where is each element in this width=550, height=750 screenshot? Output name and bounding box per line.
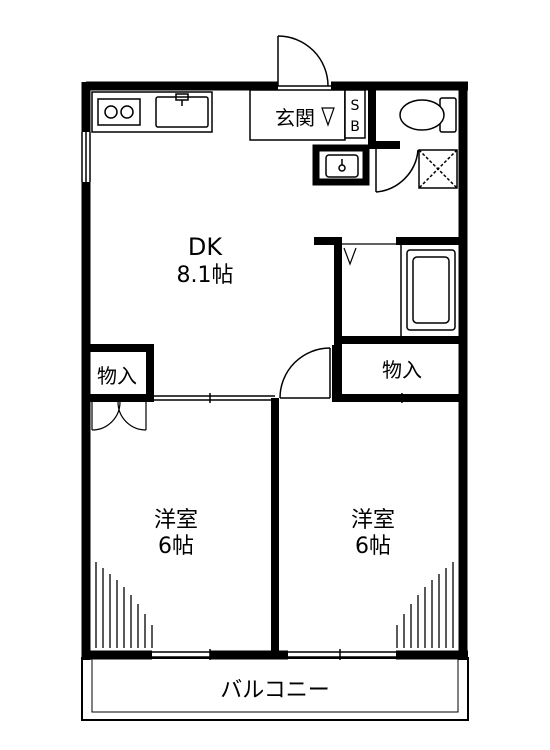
shoe-box-label-b: B bbox=[350, 119, 360, 135]
dk-room-name: DK bbox=[188, 233, 223, 261]
toilet-door bbox=[375, 146, 419, 193]
side-window bbox=[81, 132, 91, 182]
kitchen-counter bbox=[91, 91, 213, 133]
western-room-left-size: 6帖 bbox=[158, 534, 194, 559]
closet-left-label: 物入 bbox=[97, 364, 137, 388]
entrance-door bbox=[277, 35, 331, 87]
shoe-box-label-s: S bbox=[351, 98, 360, 114]
bathroom-sliding-door bbox=[343, 247, 357, 266]
outer-walls bbox=[81, 81, 468, 660]
western-room-left-name: 洋室 bbox=[154, 508, 198, 533]
kitchen-sink-icon bbox=[155, 93, 209, 128]
right-room-door bbox=[279, 347, 331, 399]
room-sliding-doors bbox=[154, 393, 463, 403]
balcony-label: バルコニー bbox=[220, 678, 330, 703]
curtain-hatch-left bbox=[95, 562, 153, 648]
washbasin-icon bbox=[312, 144, 370, 186]
bathroom-walls bbox=[314, 237, 467, 345]
balcony-window-left bbox=[152, 649, 275, 660]
toilet-walls bbox=[368, 86, 400, 149]
closet-right-label: 物入 bbox=[382, 358, 422, 382]
curtain-hatch-right bbox=[396, 562, 454, 648]
interior-walls bbox=[86, 340, 467, 655]
entrance-label: 玄関 bbox=[275, 106, 315, 130]
western-room-right-name: 洋室 bbox=[351, 508, 395, 533]
western-room-right-size: 6帖 bbox=[355, 534, 391, 559]
stove-icon bbox=[97, 98, 141, 126]
washing-machine-pan-icon bbox=[418, 149, 458, 189]
bathtub-icon bbox=[406, 249, 456, 331]
left-closet-doors bbox=[91, 401, 147, 431]
toilet-icon bbox=[399, 97, 457, 133]
dk-room-size: 8.1帖 bbox=[177, 263, 234, 288]
balcony-window-right bbox=[279, 649, 396, 660]
entrance-step-door bbox=[321, 107, 335, 127]
shoe-box bbox=[344, 89, 366, 139]
